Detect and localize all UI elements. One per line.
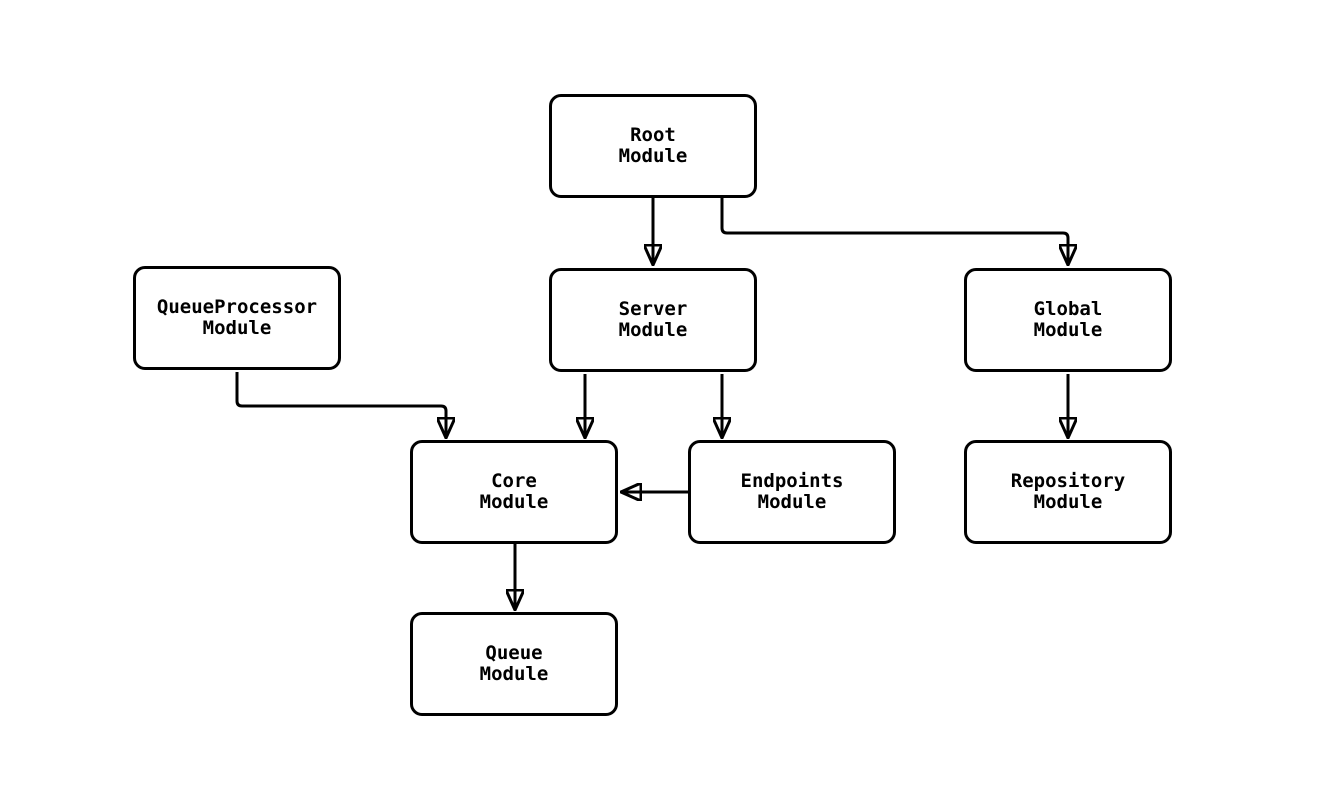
node-root-module: Root Module (549, 94, 757, 198)
node-queueprocessor-module: QueueProcessor Module (133, 266, 341, 370)
edge-root-to-global (720, 198, 1068, 264)
node-queue-label-line2: Module (479, 663, 549, 685)
edge-queueprocessor-to-core (235, 372, 446, 437)
node-global-module: Global Module (964, 268, 1172, 372)
node-core-label-line1: Core (491, 470, 537, 492)
node-queue-label-line1: Queue (485, 642, 543, 664)
node-endpoints-label-line1: Endpoints (740, 470, 844, 492)
node-endpoints-module: Endpoints Module (688, 440, 896, 544)
node-global-label-line2: Module (1033, 319, 1103, 341)
node-repository-label-line1: Repository (1010, 470, 1126, 492)
node-root-label-line1: Root (630, 124, 676, 146)
node-endpoints-label-line2: Module (757, 491, 827, 513)
node-global-label-line1: Global (1033, 298, 1103, 320)
node-queue-module: Queue Module (410, 612, 618, 716)
node-repository-module: Repository Module (964, 440, 1172, 544)
node-core-module: Core Module (410, 440, 618, 544)
node-repository-label-line2: Module (1033, 491, 1103, 513)
node-queueprocessor-label-line2: Module (202, 317, 272, 339)
node-server-label-line2: Module (618, 319, 688, 341)
node-core-label-line2: Module (479, 491, 549, 513)
node-server-label-line1: Server (618, 298, 688, 320)
node-queueprocessor-label-line1: QueueProcessor (156, 296, 318, 318)
node-server-module: Server Module (549, 268, 757, 372)
node-root-label-line2: Module (618, 145, 688, 167)
